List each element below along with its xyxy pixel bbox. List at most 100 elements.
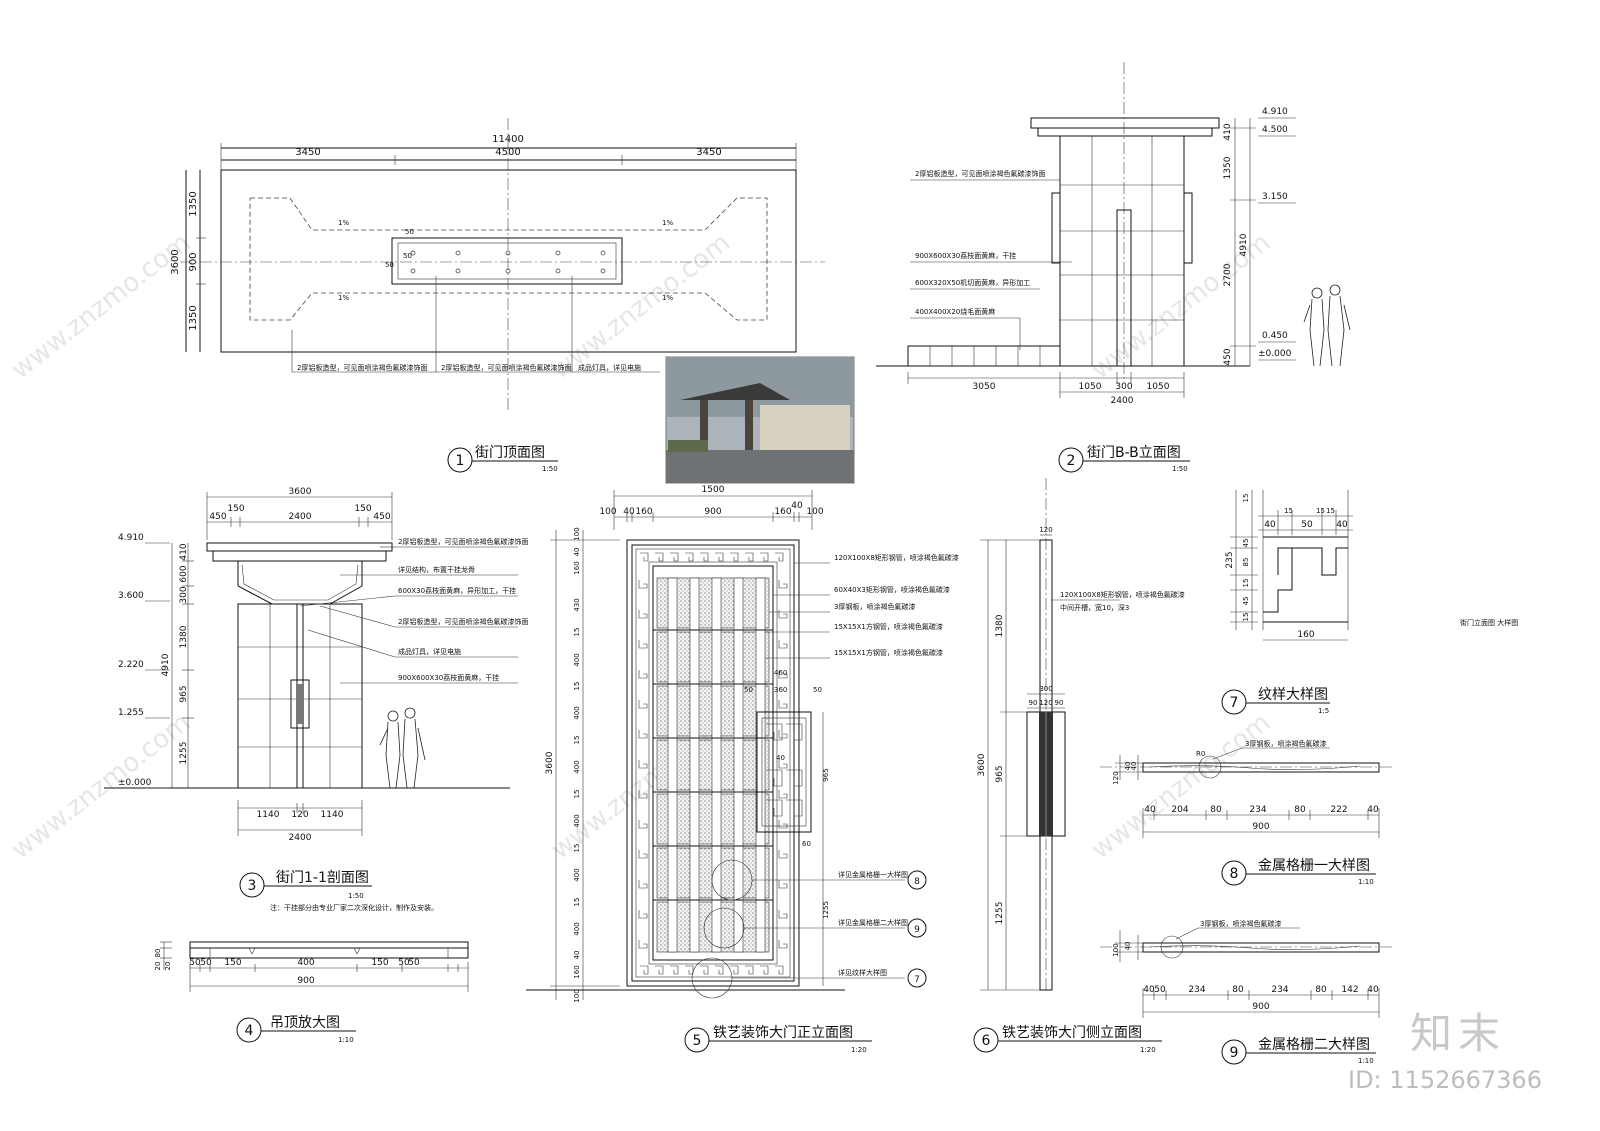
dim-text: 2700	[1223, 263, 1233, 286]
dim-text: 40	[1143, 985, 1155, 995]
dim-text: 120	[291, 810, 308, 820]
level-mark: 4.910	[118, 533, 144, 543]
section-11: 3600 450 150 2400 150 450 4.910 3.600 2.…	[104, 487, 528, 912]
view-title: 金属格栅二大样图	[1258, 1037, 1370, 1053]
greek-key-pattern	[638, 552, 788, 975]
dim-text: 4910	[1239, 233, 1249, 256]
leader-note: 2厚铝板造型，可见面喷涂褐色氟碳漆饰面	[398, 537, 528, 546]
dim-text: 234	[1188, 985, 1205, 995]
dim-text: 40	[1367, 985, 1379, 995]
dim-text: 460	[774, 669, 787, 677]
leader-note: 120X100X8矩形钢管，喷涂褐色氟碳漆	[1060, 590, 1185, 599]
dim-text: 4910	[161, 653, 171, 676]
dim-text: 45	[1242, 597, 1250, 606]
view-number: 6	[982, 1033, 991, 1049]
dim-text: 50	[1301, 520, 1313, 530]
view-number: 9	[1230, 1045, 1239, 1061]
view-number: 2	[1067, 453, 1076, 469]
view-scale: 1:5	[1318, 707, 1329, 715]
view-number: 5	[693, 1033, 702, 1049]
level-mark: 3.150	[1262, 192, 1288, 202]
dim-text: 965	[822, 768, 830, 781]
dim-text: 40	[573, 951, 581, 960]
dim-text: 60	[802, 840, 811, 848]
level-mark: 3.600	[118, 591, 144, 601]
level-mark: ±0.000	[1258, 349, 1292, 359]
dim-text: 900	[297, 976, 314, 986]
dim-text: 40	[776, 754, 785, 762]
view-number: 3	[248, 878, 257, 894]
dim-text: 40	[573, 548, 581, 557]
dim-text: 3600	[170, 249, 181, 274]
dim-text: 15	[573, 682, 581, 691]
dim-text: 2400	[289, 833, 312, 843]
level-mark: 1.255	[118, 708, 144, 718]
view-scale: 1:50	[1172, 465, 1188, 473]
gate-front-elevation: 1500 100 40 160 900 160 40 100	[526, 485, 959, 1054]
detail-callout: 9	[914, 925, 920, 935]
dim-text: 15	[573, 628, 581, 637]
plan-lights	[410, 250, 606, 274]
dim-text: 1500	[702, 485, 725, 495]
dim-text: 965	[995, 765, 1005, 782]
dim-text: 40	[1336, 520, 1348, 530]
dim-text: 100	[573, 989, 581, 1002]
leader-note: 中间开槽，宽10，深3	[1060, 603, 1129, 612]
brand-logo: 知末	[1410, 1009, 1507, 1058]
dim-text: 3450	[696, 147, 721, 158]
dim-text: 430	[573, 598, 581, 611]
detail-callout: 8	[914, 877, 920, 887]
leader-note: 3厚钢板，喷涂褐色氟碳漆	[1200, 919, 1281, 928]
level-mark: 0.450	[1262, 331, 1288, 341]
dim-text: 15	[1242, 579, 1250, 588]
dim-text: 360	[774, 686, 787, 694]
slope-text: 1%	[338, 294, 349, 302]
dim-text: 45	[1242, 539, 1250, 548]
dim-text: 150	[371, 958, 388, 968]
view-scale: 1:50	[542, 465, 558, 473]
leader-note: 3厚钢板，喷涂褐色氟碳漆	[834, 602, 915, 611]
dim-text: 40	[1130, 762, 1138, 771]
dim-text: 400	[573, 760, 581, 773]
dim-text: 40	[1367, 805, 1379, 815]
dim-text: 100	[1112, 943, 1120, 956]
slope-text: 1%	[338, 219, 349, 227]
dim-text: 15	[1242, 613, 1250, 622]
level-mark: ±0.000	[118, 778, 152, 788]
dim-text: 100	[599, 507, 616, 517]
dim-text: 150	[224, 958, 241, 968]
view-title: 纹样大样图	[1258, 687, 1328, 703]
leader-note: 成品灯具，详见电施	[398, 647, 461, 656]
dim-text: 410	[179, 543, 189, 560]
dim-text: 1255	[995, 902, 1005, 925]
pattern-detail: 15 40 15 50 15 40 15 45 85 15 45 15 235 …	[1221, 490, 1518, 715]
dim-text: 235	[1225, 551, 1235, 568]
dim-text: 90	[1029, 699, 1038, 707]
dim-text: 50	[1154, 985, 1166, 995]
dim-text: 150	[227, 504, 244, 514]
dim-text: 965	[179, 685, 189, 702]
dim-text: 15	[573, 844, 581, 853]
leader-note: 400X400X20烧毛面黄麻	[915, 307, 995, 316]
dim-text: 1140	[257, 810, 280, 820]
dim-text: 15	[1316, 507, 1325, 515]
dim-text: 1350	[1223, 156, 1233, 179]
people-figure-icon	[379, 707, 426, 789]
view-title: 街门1-1剖面图	[276, 870, 369, 886]
view-title: 铁艺装饰大门侧立面图	[1002, 1025, 1142, 1041]
leader-note: 详见纹样大样图	[838, 968, 887, 977]
dim-text: 15	[1284, 507, 1293, 515]
gate-panels	[653, 577, 773, 953]
dim-text: 204	[1171, 805, 1188, 815]
leader-note: 600X30荔枝面黄麻，异形加工，干挂	[398, 586, 516, 595]
view-title: 铁艺装饰大门正立面图	[713, 1025, 853, 1041]
dim-text: 85	[1242, 558, 1250, 567]
view-scale: 1:50	[348, 892, 364, 900]
view-scale: 1:10	[1358, 878, 1374, 886]
dim-text: 400	[573, 653, 581, 666]
dim-text: 400	[573, 868, 581, 881]
slope-text: 1%	[662, 294, 673, 302]
leader-note: 15X15X1方钢管，喷涂褐色氟碳漆	[834, 648, 943, 657]
dim-text: 400	[297, 958, 314, 968]
detail-callout: 7	[914, 975, 920, 985]
